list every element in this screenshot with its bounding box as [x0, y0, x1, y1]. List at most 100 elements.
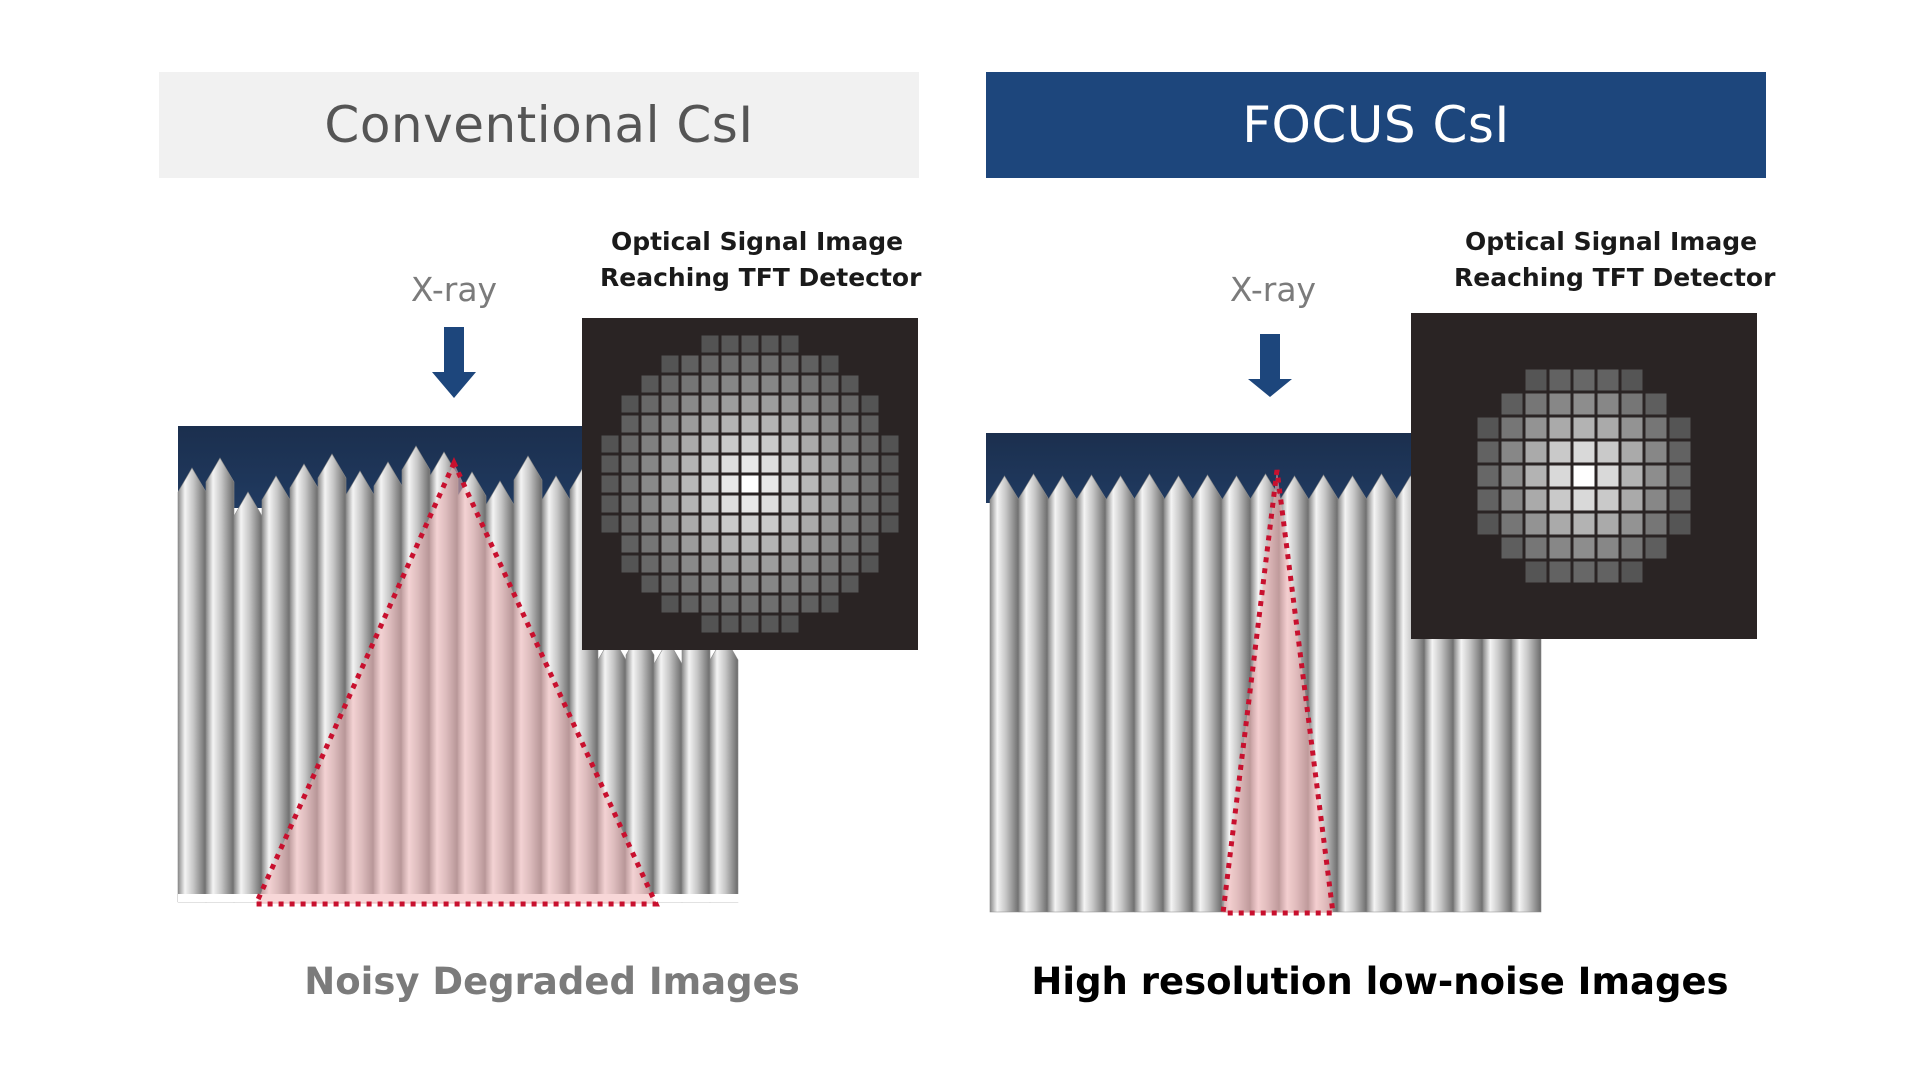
focus-pixel: [1573, 489, 1595, 511]
conventional-signal-caption-line1: Optical Signal Image: [610, 227, 904, 256]
conventional-pixel: [741, 615, 759, 633]
conventional-pixel: [721, 595, 739, 613]
conventional-column: [709, 635, 739, 903]
focus-pixel: [1573, 513, 1595, 535]
conventional-pixel: [801, 415, 819, 433]
conventional-pixel: [761, 595, 779, 613]
focus-pixel: [1597, 465, 1619, 487]
conventional-pixel: [741, 595, 759, 613]
conventional-pixel: [741, 435, 759, 453]
conventional-pixel: [621, 415, 639, 433]
conventional-pixel: [701, 515, 719, 533]
focus-light-spread-triangle: [1220, 469, 1336, 916]
conventional-pixel: [681, 475, 699, 493]
down-arrow-icon: [432, 327, 476, 398]
conventional-pixel: [821, 595, 839, 613]
conventional-pixel: [821, 555, 839, 573]
conventional-pixel: [701, 415, 719, 433]
focus-pixel: [1645, 417, 1667, 439]
conventional-pixel: [701, 535, 719, 553]
focus-pixel: [1525, 369, 1547, 391]
conventional-pixel: [681, 575, 699, 593]
conventional-pixel: [661, 515, 679, 533]
conventional-pixel: [661, 375, 679, 393]
conventional-pixel: [861, 555, 879, 573]
conventional-pixel: [721, 515, 739, 533]
focus-pixel: [1501, 465, 1523, 487]
conventional-pixel: [701, 575, 719, 593]
focus-pixel: [1477, 465, 1499, 487]
conventional-pixel: [781, 455, 799, 473]
conventional-signal-caption: Optical Signal Image Reaching TFT Detect…: [600, 224, 921, 296]
focus-pixel: [1549, 465, 1571, 487]
conventional-pixel: [641, 375, 659, 393]
conventional-result-text: Noisy Degraded Images: [304, 960, 800, 1003]
conventional-pixel: [801, 435, 819, 453]
down-arrow-icon: [1248, 334, 1292, 397]
conventional-pixel: [661, 355, 679, 373]
focus-column: [989, 475, 1020, 913]
focus-pixel: [1501, 489, 1523, 511]
conventional-pixel: [861, 475, 879, 493]
conventional-pixel: [721, 415, 739, 433]
conventional-pixel: [881, 435, 899, 453]
focus-pixel: [1501, 393, 1523, 415]
conventional-pixel: [721, 395, 739, 413]
focus-column: [1076, 474, 1107, 913]
conventional-pixel: [801, 555, 819, 573]
focus-xray-label: X-ray: [1229, 270, 1317, 309]
focus-pixel: [1477, 417, 1499, 439]
focus-pixel: [1477, 489, 1499, 511]
conventional-column: [205, 457, 235, 903]
conventional-pixel: [641, 475, 659, 493]
conventional-pixel: [841, 475, 859, 493]
conventional-pixel: [601, 475, 619, 493]
conventional-pixel: [841, 455, 859, 473]
conventional-pixel: [881, 495, 899, 513]
conventional-pixel: [601, 435, 619, 453]
conventional-pixel: [661, 595, 679, 613]
focus-pixel: [1501, 513, 1523, 535]
conventional-pixel: [721, 455, 739, 473]
conventional-pixel: [661, 395, 679, 413]
conventional-pixel: [701, 555, 719, 573]
conventional-pixel: [881, 455, 899, 473]
conventional-pixel: [761, 375, 779, 393]
focus-column: [1018, 473, 1049, 913]
focus-pixel: [1645, 537, 1667, 559]
conventional-pixel: [861, 435, 879, 453]
conventional-pixel: [781, 615, 799, 633]
conventional-pixel: [741, 515, 759, 533]
focus-pixel: [1645, 489, 1667, 511]
conventional-pixel: [801, 375, 819, 393]
conventional-pixel: [761, 455, 779, 473]
focus-pixel: [1549, 513, 1571, 535]
conventional-pixel: [781, 395, 799, 413]
focus-signal-image: [1411, 313, 1757, 639]
conventional-pixel: [861, 455, 879, 473]
focus-column: [1047, 475, 1078, 913]
conventional-pixel: [761, 415, 779, 433]
conventional-pixel: [661, 495, 679, 513]
conventional-pixel: [741, 335, 759, 353]
conventional-pixel: [761, 555, 779, 573]
focus-pixel: [1573, 417, 1595, 439]
conventional-pixel: [661, 535, 679, 553]
conventional-pixel: [761, 475, 779, 493]
conventional-pixel: [681, 355, 699, 373]
conventional-pixel: [641, 535, 659, 553]
conventional-pixel: [761, 515, 779, 533]
conventional-pixel: [641, 555, 659, 573]
conventional-pixel: [841, 535, 859, 553]
focus-pixel: [1621, 417, 1643, 439]
focus-pixel: [1621, 465, 1643, 487]
conventional-pixel: [781, 535, 799, 553]
conventional-pixel: [661, 555, 679, 573]
conventional-pixel: [781, 435, 799, 453]
conventional-pixel: [681, 495, 699, 513]
conventional-column: [653, 639, 683, 903]
conventional-pixel: [761, 335, 779, 353]
conventional-pixel: [841, 575, 859, 593]
conventional-pixel: [841, 375, 859, 393]
